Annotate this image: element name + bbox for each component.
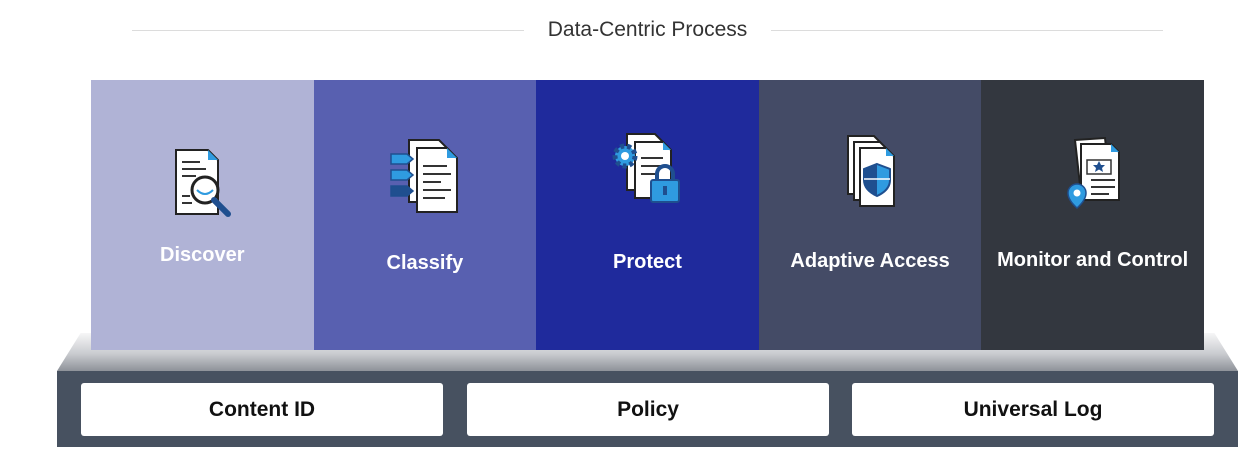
title-divider-right xyxy=(771,29,1163,31)
stage-monitor-and-control: Monitor and Control xyxy=(981,80,1204,350)
stage-classify: Classify xyxy=(313,80,537,350)
document-classify-icon xyxy=(390,139,458,213)
document-search-icon xyxy=(175,149,232,217)
stage-label-monitor-and-control: Monitor and Control xyxy=(997,249,1189,271)
stage-label-discover: Discover xyxy=(160,244,245,266)
stage-label-classify: Classify xyxy=(386,252,464,274)
diagram-title-row: Data-Centric Process xyxy=(132,14,1163,46)
document-lock-icon xyxy=(612,133,681,203)
stage-label-protect: Protect xyxy=(613,251,682,273)
foundation-universal-log: Universal Log xyxy=(852,383,1214,436)
foundation-content-id: Content ID xyxy=(81,383,443,436)
title-divider-left xyxy=(132,29,524,31)
diagram-title: Data-Centric Process xyxy=(547,18,748,41)
document-shield-icon xyxy=(847,135,896,207)
stage-protect: Protect xyxy=(536,80,759,350)
process-stages: Discover Classify xyxy=(91,80,1204,350)
stage-adaptive-access: Adaptive Access xyxy=(758,80,982,350)
document-location-icon xyxy=(1066,136,1120,210)
stage-discover: Discover xyxy=(91,80,314,350)
foundation-policy: Policy xyxy=(467,383,829,436)
stage-label-adaptive-access: Adaptive Access xyxy=(790,250,950,272)
